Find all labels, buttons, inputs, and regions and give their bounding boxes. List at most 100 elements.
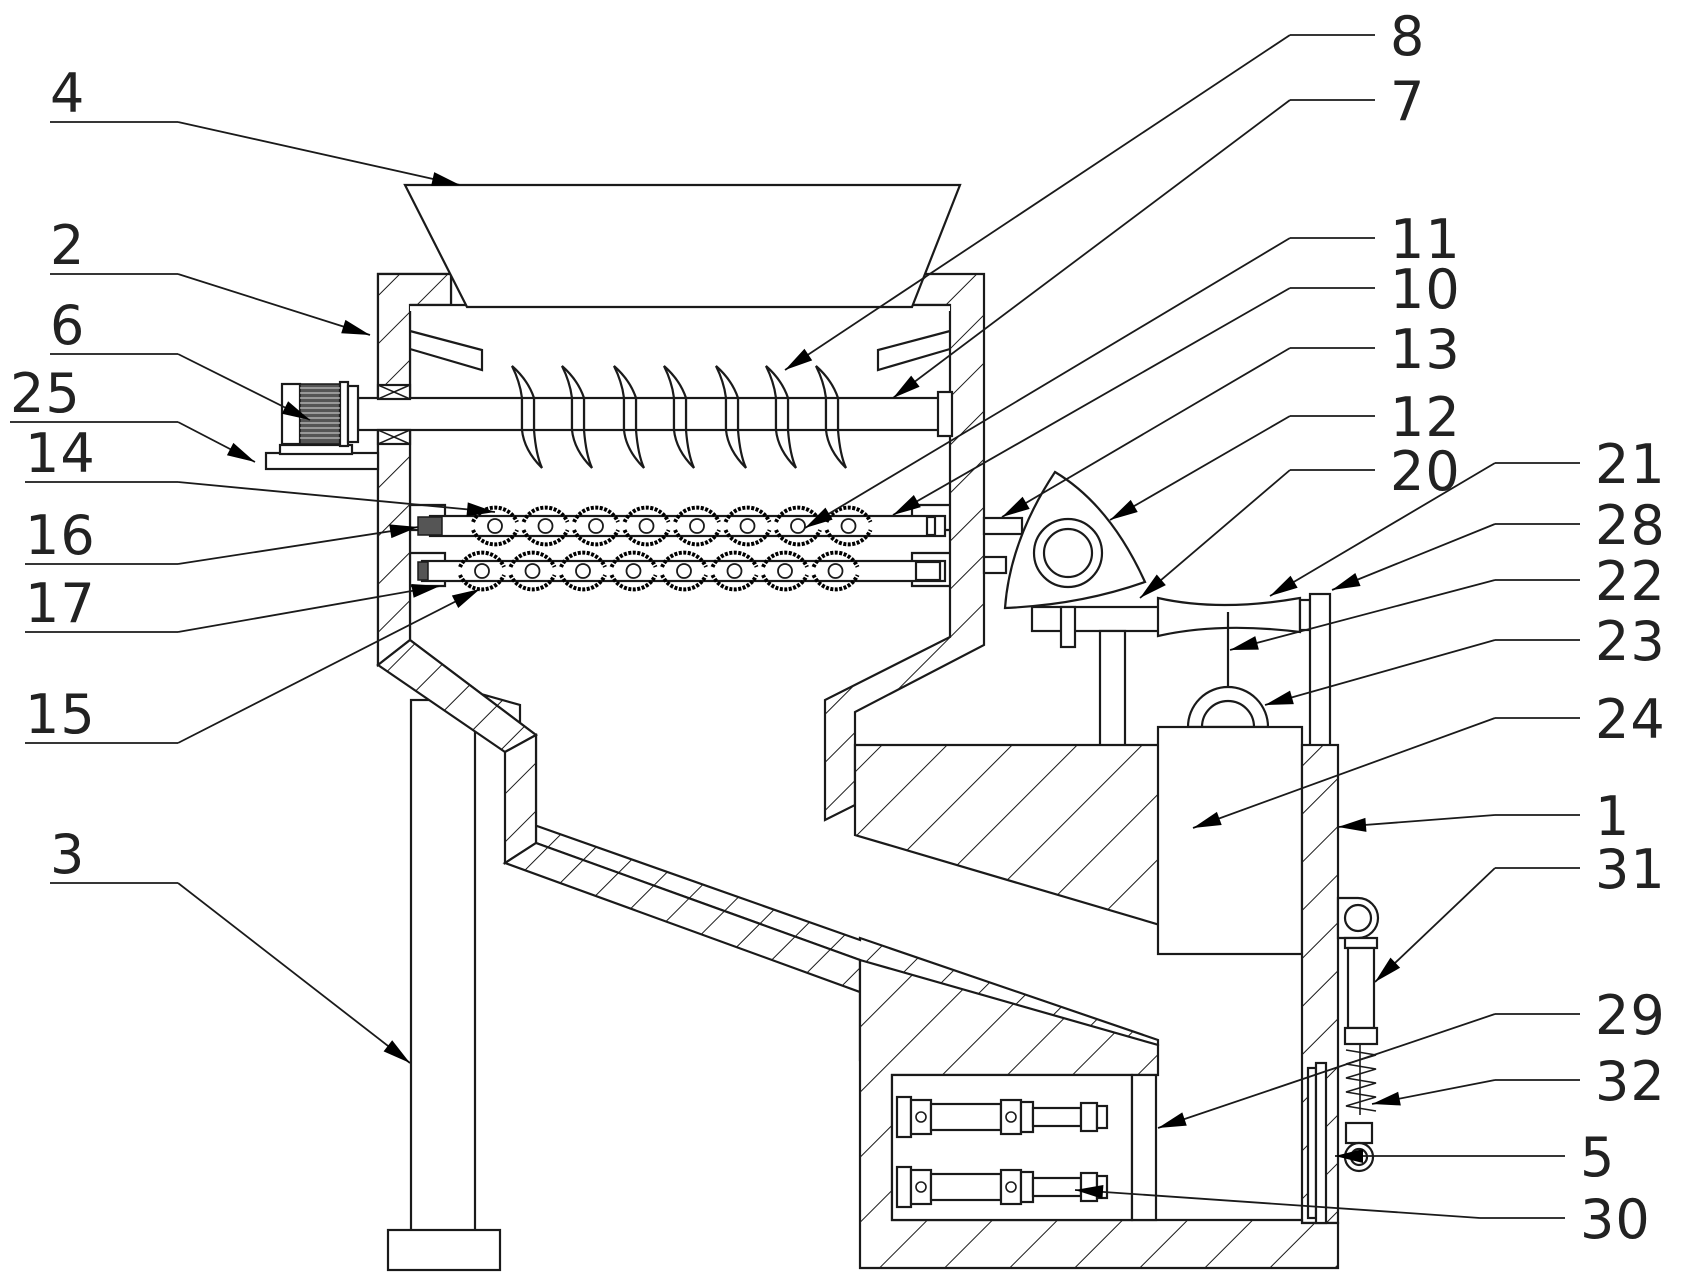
- crushing-roller: [673, 505, 721, 547]
- leader-line: [1269, 462, 1496, 597]
- stirring-blade: [765, 365, 798, 469]
- leader-damping-spring: [1371, 1079, 1580, 1106]
- reference-label-1: 1: [1595, 785, 1630, 848]
- reference-label-23: 23: [1595, 610, 1666, 673]
- roller-assembly: [410, 503, 950, 592]
- leader-line: [892, 287, 1291, 516]
- motor: [264, 380, 380, 471]
- stirring-blade: [613, 365, 646, 469]
- reference-label-7: 7: [1390, 70, 1425, 133]
- arrowhead: [1372, 1091, 1401, 1106]
- arrowhead: [1158, 1112, 1187, 1128]
- air-cylinder: [895, 1095, 1109, 1139]
- reference-label-30: 30: [1580, 1188, 1651, 1251]
- reference-label-28: 28: [1595, 494, 1666, 557]
- reference-label-17: 17: [25, 572, 96, 635]
- leader-line: [892, 99, 1291, 399]
- arrowhead: [1265, 690, 1294, 705]
- leader-connecting-rod: [1001, 347, 1375, 518]
- leader-motor-base-plate: [10, 421, 256, 463]
- arrowhead: [1193, 811, 1222, 828]
- arrowhead: [1230, 636, 1259, 650]
- reference-label-14: 14: [25, 422, 96, 485]
- reference-label-21: 21: [1595, 433, 1666, 496]
- arrowhead: [466, 502, 495, 517]
- reference-label-5: 5: [1580, 1126, 1615, 1189]
- stirring-blade: [815, 365, 848, 469]
- leader-lines: [10, 34, 1580, 1219]
- leader-line: [1074, 1189, 1481, 1219]
- upper-roller-row: [471, 505, 873, 547]
- leader-swing-arm: [1269, 462, 1580, 597]
- leader-shock-absorber: [1374, 867, 1580, 983]
- stirring-blade: [663, 365, 696, 469]
- deflector-plates: [409, 329, 951, 372]
- crushing-roller: [458, 550, 506, 592]
- arrowhead: [1110, 499, 1138, 520]
- leader-slide-rod: [1139, 469, 1375, 599]
- crushing-roller: [508, 550, 557, 592]
- arrowhead: [1002, 496, 1030, 517]
- leader-line: [1157, 1013, 1496, 1129]
- reference-label-11: 11: [1390, 208, 1461, 271]
- reference-label-6: 6: [50, 294, 85, 357]
- leader-line: [177, 121, 461, 186]
- arrowhead: [431, 172, 460, 186]
- reference-label-12: 12: [1390, 386, 1461, 449]
- reference-label-10: 10: [1390, 258, 1461, 321]
- reference-label-25: 25: [10, 362, 81, 425]
- leader-push-plate: [1157, 1013, 1580, 1129]
- arrowhead: [1075, 1184, 1104, 1199]
- leader-roller-shaft: [804, 237, 1375, 529]
- leader-line: [1229, 579, 1496, 651]
- leader-motor: [50, 353, 311, 421]
- leader-stirring-blade: [784, 34, 1375, 371]
- swing-arm-assembly: [1030, 592, 1332, 748]
- leader-stirring-shaft: [892, 99, 1375, 399]
- leader-air-cylinder: [1074, 1184, 1565, 1219]
- arrowhead: [341, 319, 370, 335]
- crushing-roller: [471, 505, 519, 547]
- reference-label-32: 32: [1595, 1050, 1666, 1113]
- crushing-roller: [559, 550, 607, 592]
- leader-line: [177, 273, 371, 336]
- crushing-roller: [811, 550, 860, 592]
- crushing-box: [376, 272, 1160, 1062]
- leader-guide-post: [1331, 523, 1580, 591]
- arrowhead: [451, 589, 480, 608]
- lower-roller-row: [458, 550, 860, 592]
- stirring-blade: [511, 365, 544, 469]
- arrowhead: [281, 401, 310, 420]
- leader-line: [1109, 415, 1291, 521]
- arrowhead: [411, 583, 440, 598]
- reference-label-24: 24: [1595, 688, 1666, 751]
- reference-label-2: 2: [50, 214, 85, 277]
- reference-label-29: 29: [1595, 984, 1666, 1047]
- stirring-blade: [561, 365, 594, 469]
- leader-hinge-seat: [1264, 639, 1580, 706]
- leader-spring: [25, 524, 419, 565]
- leader-upper-crushing-roller: [25, 481, 496, 517]
- arrowhead: [1375, 957, 1401, 982]
- crushing-roller: [622, 505, 671, 547]
- crushing-roller: [774, 505, 822, 547]
- reference-label-13: 13: [1390, 318, 1461, 381]
- crushing-roller: [609, 550, 658, 592]
- crushing-roller: [710, 550, 759, 592]
- shock-absorber: [1336, 896, 1380, 1173]
- leader-crushing-box: [50, 273, 371, 336]
- arrowhead: [1140, 574, 1166, 598]
- leader-roller-frame: [892, 287, 1375, 516]
- reference-label-4: 4: [50, 62, 85, 125]
- stirring-blade: [715, 365, 748, 469]
- reference-label-8: 8: [1390, 5, 1425, 68]
- air-cylinders: [895, 1095, 1109, 1209]
- stirring-shaft: [356, 383, 954, 446]
- arrowhead: [805, 507, 833, 528]
- arrowhead: [1332, 573, 1361, 590]
- arrowhead: [785, 348, 813, 370]
- leader-line: [177, 526, 419, 565]
- feed-hopper: [403, 183, 962, 309]
